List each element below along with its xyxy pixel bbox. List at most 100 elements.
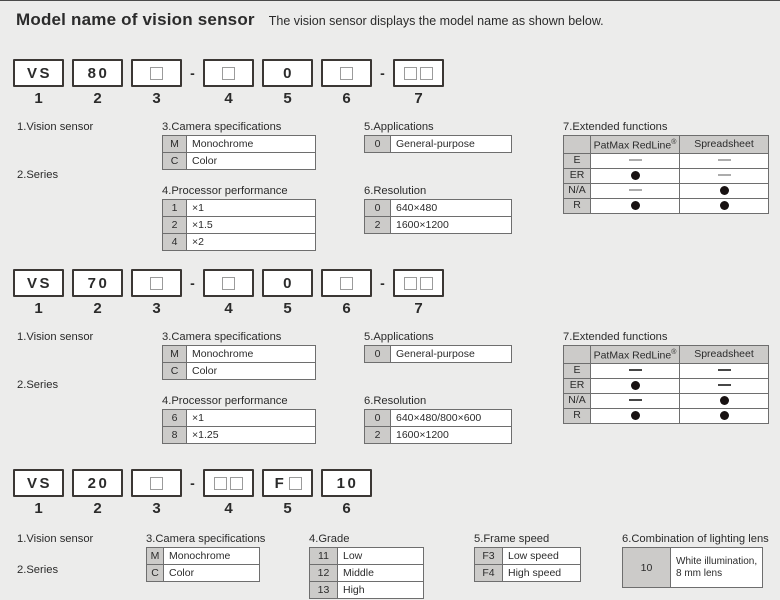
code-cell: ER	[563, 167, 591, 184]
description-cell: Low speed	[502, 547, 581, 565]
placeholder-square-icon	[420, 66, 433, 80]
table-row: E	[563, 152, 769, 169]
hyphen-separator: -	[190, 65, 195, 81]
hyphen-separator: -	[380, 65, 385, 81]
value-cell	[679, 392, 769, 409]
model-box-text: 0	[283, 274, 294, 292]
value-cell	[679, 167, 769, 184]
code-cell: 12	[309, 564, 338, 582]
code-cell: 6	[162, 409, 187, 427]
value-cell	[590, 152, 680, 169]
position-number: 5	[283, 90, 292, 107]
model-box: 80	[72, 59, 123, 87]
spec-group: 1.Vision sensor	[17, 121, 93, 135]
table-row: N/A	[563, 182, 769, 199]
group-label: 6.Resolution	[364, 395, 427, 407]
position-number: 6	[342, 90, 351, 107]
code-cell: M	[146, 547, 164, 565]
model-box	[393, 269, 444, 297]
number-spacer	[190, 300, 195, 317]
placeholder-square-icon	[150, 476, 163, 490]
code-cell: 4	[162, 233, 187, 251]
code-cell: C	[162, 152, 187, 170]
value-cell	[679, 152, 769, 169]
position-number: 3	[152, 300, 161, 317]
page-header: Model name of vision sensor The vision s…	[16, 10, 604, 30]
position-number: 1	[34, 500, 43, 517]
dash-icon	[628, 399, 642, 402]
position-number: 2	[93, 500, 102, 517]
code-cell: 11	[309, 547, 338, 565]
number-spacer	[380, 90, 385, 107]
hyphen-separator: -	[380, 275, 385, 291]
description-cell: White illumination, 8 mm lens	[670, 547, 763, 588]
code-cell: 1	[162, 199, 187, 217]
position-number: 3	[152, 90, 161, 107]
group-label: 2.Series	[17, 379, 59, 391]
description-cell: 1600×1200	[390, 216, 512, 234]
number-spacer	[190, 500, 195, 517]
description-cell: Low	[337, 547, 424, 565]
description-cell: General-purpose	[390, 135, 512, 153]
model-box-text: 20	[87, 474, 110, 492]
code-cell: N/A	[563, 182, 591, 199]
description-cell: General-purpose	[390, 345, 512, 363]
value-cell	[679, 362, 769, 379]
model-box-text: VS	[26, 64, 52, 82]
description-cell: Middle	[337, 564, 424, 582]
model-box-text: 70	[87, 274, 110, 292]
position-number: 3	[152, 500, 161, 517]
column-header-cell: PatMax RedLine®	[590, 135, 680, 154]
table-row: R	[563, 407, 769, 424]
placeholder-square-icon	[230, 476, 243, 490]
dot-icon	[630, 170, 640, 180]
group-label: 2.Series	[17, 564, 59, 576]
description-cell: Color	[186, 152, 316, 170]
hyphen-separator: -	[190, 275, 195, 291]
code-cell: 0	[364, 199, 391, 217]
placeholder-square-icon	[404, 66, 417, 80]
position-number: 7	[414, 90, 423, 107]
model-box	[131, 469, 182, 497]
dot-icon	[719, 395, 729, 405]
column-header-cell: Spreadsheet	[679, 345, 769, 364]
value-cell	[679, 407, 769, 424]
column-header-cell: Spreadsheet	[679, 135, 769, 154]
group-label: 5.Applications	[364, 121, 434, 133]
group-label: 1.Vision sensor	[17, 331, 94, 343]
header-row: PatMax RedLine®Spreadsheet	[563, 345, 769, 364]
dot-icon	[630, 380, 640, 390]
group-label: 7.Extended functions	[563, 331, 668, 343]
value-cell	[679, 197, 769, 214]
position-number: 4	[224, 300, 233, 317]
header-row: PatMax RedLine®Spreadsheet	[563, 135, 769, 154]
group-label: 1.Vision sensor	[17, 121, 94, 133]
placeholder-square-icon	[214, 476, 227, 490]
model-box: 0	[262, 59, 313, 87]
spec-group: 2.Series	[17, 379, 58, 393]
description-cell: ×1.5	[186, 216, 316, 234]
code-cell: M	[162, 345, 187, 363]
placeholder-square-icon	[150, 66, 163, 80]
table-row: N/A	[563, 392, 769, 409]
model-box	[203, 469, 254, 497]
description-cell: High speed	[502, 564, 581, 582]
hyphen-separator: -	[190, 475, 195, 491]
page-title: Model name of vision sensor	[16, 10, 255, 29]
code-cell: 0	[364, 135, 391, 153]
